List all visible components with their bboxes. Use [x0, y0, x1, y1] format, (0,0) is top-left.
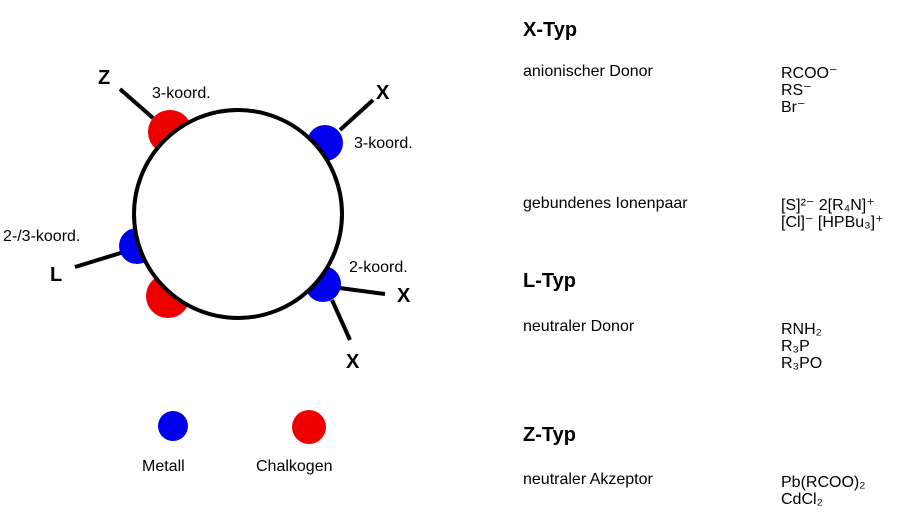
examples-anionic-donor: RCOO⁻ RS⁻ Br⁻: [781, 65, 837, 116]
nanocrystal-core: [132, 108, 344, 320]
example-item: Br⁻: [781, 99, 806, 116]
row-label-neutral-acceptor: neutraler Akzeptor: [523, 471, 653, 488]
example-item: R₃P: [781, 338, 810, 355]
example-item: [S]²⁻ 2[R₄N]⁺: [781, 197, 875, 214]
example-item: RCOO⁻: [781, 65, 838, 82]
coordination-label-top: 3-koord.: [152, 85, 211, 102]
row-label-neutral-donor: neutraler Donor: [523, 318, 635, 335]
z-ligand-label: Z: [98, 67, 110, 89]
example-item: Pb(RCOO)₂: [781, 474, 866, 491]
example-item: CdCl₂: [781, 491, 823, 508]
legend-chalcogen-swatch: [292, 410, 326, 444]
l-ligand-label: L: [50, 264, 62, 286]
legend-metal-label: Metall: [142, 458, 185, 475]
example-item: RNH₂: [781, 321, 822, 338]
type-heading-l: L-Typ: [523, 270, 576, 292]
coordination-label-left: 2-/3-koord.: [3, 228, 80, 245]
coordination-label-right: 3-koord.: [354, 135, 413, 152]
x-ligand-bond-bottom: [330, 299, 352, 341]
x-ligand-label-top: X: [376, 82, 390, 104]
row-label-bound-ion-pair: gebundenes Ionenpaar: [523, 195, 688, 212]
x-ligand-bond-right: [331, 285, 386, 296]
examples-bound-ion-pair: [S]²⁻ 2[R₄N]⁺ [Cl]⁻ [HPBu₃]⁺: [781, 197, 884, 231]
x-ligand-label-bottom: X: [346, 351, 360, 373]
type-heading-x: X-Typ: [523, 19, 578, 41]
examples-neutral-acceptor: Pb(RCOO)₂ CdCl₂: [781, 474, 865, 508]
type-heading-z: Z-Typ: [523, 424, 576, 446]
legend-metal-swatch: [158, 411, 188, 441]
l-ligand-bond: [74, 249, 128, 269]
x-ligand-bond-top: [338, 98, 375, 132]
example-item: RS⁻: [781, 82, 812, 99]
legend-chalcogen-label: Chalkogen: [256, 458, 333, 475]
row-label-anionic-donor: anionischer Donor: [523, 63, 653, 80]
examples-neutral-donor: RNH₂ R₃P R₃PO: [781, 321, 822, 372]
example-item: R₃PO: [781, 355, 823, 372]
z-ligand-bond: [118, 87, 155, 120]
coordination-label-bottom-right: 2-koord.: [349, 259, 408, 276]
x-ligand-label-right: X: [397, 285, 411, 307]
example-item: [Cl]⁻ [HPBu₃]⁺: [781, 214, 884, 231]
